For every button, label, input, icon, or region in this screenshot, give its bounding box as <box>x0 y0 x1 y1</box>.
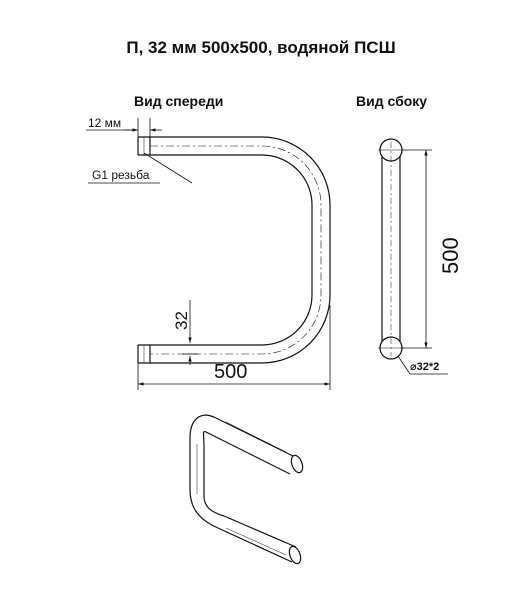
drawing-title: П, 32 мм 500х500, водяной ПСШ <box>126 38 396 57</box>
height-label: 500 <box>438 237 463 274</box>
pipe-offset-label: 32 <box>172 311 191 330</box>
dim-pipe-offset <box>182 300 198 365</box>
thread-type-label: G1 резьба <box>92 168 150 182</box>
width-label: 500 <box>214 361 247 383</box>
dim-thread-length <box>86 118 162 137</box>
side-view-pipe <box>378 138 404 360</box>
side-view-label: Вид сбоку <box>356 93 428 109</box>
thread-length-label: 12 мм <box>88 116 121 130</box>
dim-height <box>402 149 432 349</box>
isometric-view-pipe <box>189 414 304 565</box>
front-view-label: Вид спереди <box>134 93 224 109</box>
dim-width <box>137 305 331 390</box>
diameter-leader <box>397 355 448 375</box>
thread-leader <box>88 152 193 184</box>
front-view-pipe <box>137 136 331 364</box>
diameter-label: ⌀32*2 <box>410 361 439 373</box>
